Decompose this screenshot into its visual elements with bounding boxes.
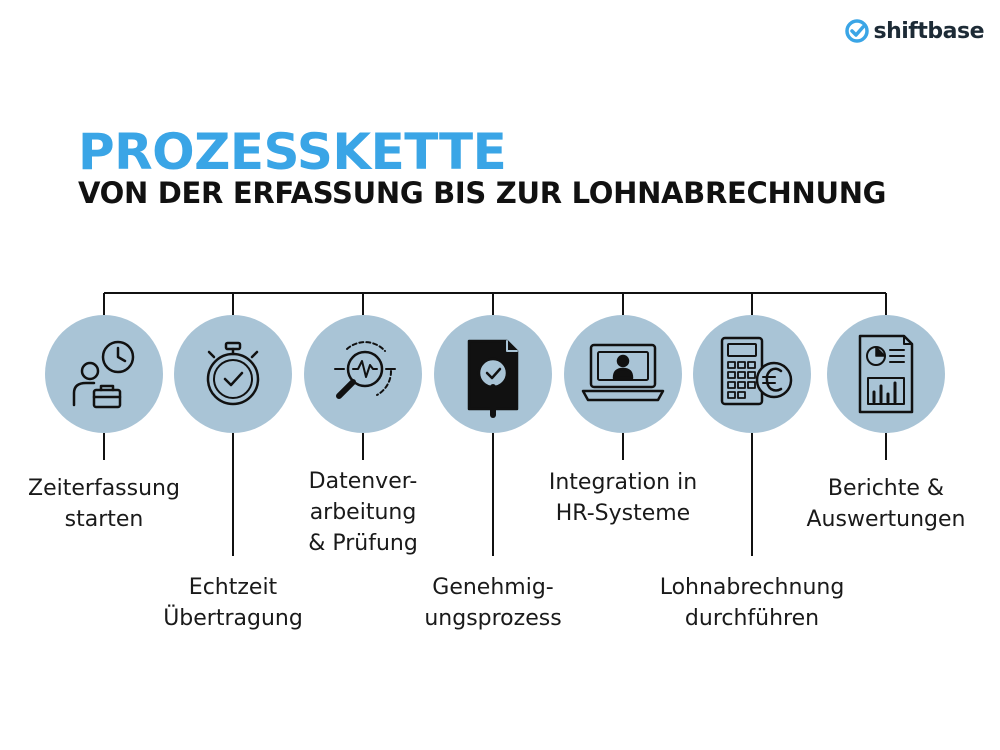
step-label-6: Lohnabrechnung durchführen [659,575,845,631]
page-title: PROZESSKETTE [78,123,507,181]
step-label-2: Echtzeit Übertragung [163,575,303,631]
step-circle [304,315,422,433]
step-label-4: Genehmig- ungsprozess [424,575,562,631]
page-subtitle: VON DER ERFASSUNG BIS ZUR LOHNABRECHNUNG [78,176,887,210]
step-circle [827,315,945,433]
step-circle [693,315,811,433]
process-step-3 [304,293,422,460]
step-label-7: Berichte & Auswertungen [806,476,966,532]
laptop-user-icon [581,343,665,402]
brand-name: shiftbase [873,18,985,44]
stopwatch-icon [206,341,260,406]
brand-logo: shiftbase [844,18,985,44]
document-check-icon [467,339,519,418]
report-chart-icon [858,334,914,414]
process-step-7 [827,293,945,460]
step-label-5: Integration in HR-Systeme [548,470,698,526]
process-step-1 [45,293,163,460]
step-label-1: Zeiterfassung starten [28,476,180,532]
checkmark-logo-icon [844,19,869,43]
process-step-2 [174,293,292,556]
calculator-euro-icon [720,336,793,406]
step-circle [45,315,163,433]
person-clock-icon [72,340,135,409]
step-label-3: Datenver- arbeitung & Prüfung [308,469,418,556]
step-circle [174,315,292,433]
magnifier-data-icon [334,341,396,399]
